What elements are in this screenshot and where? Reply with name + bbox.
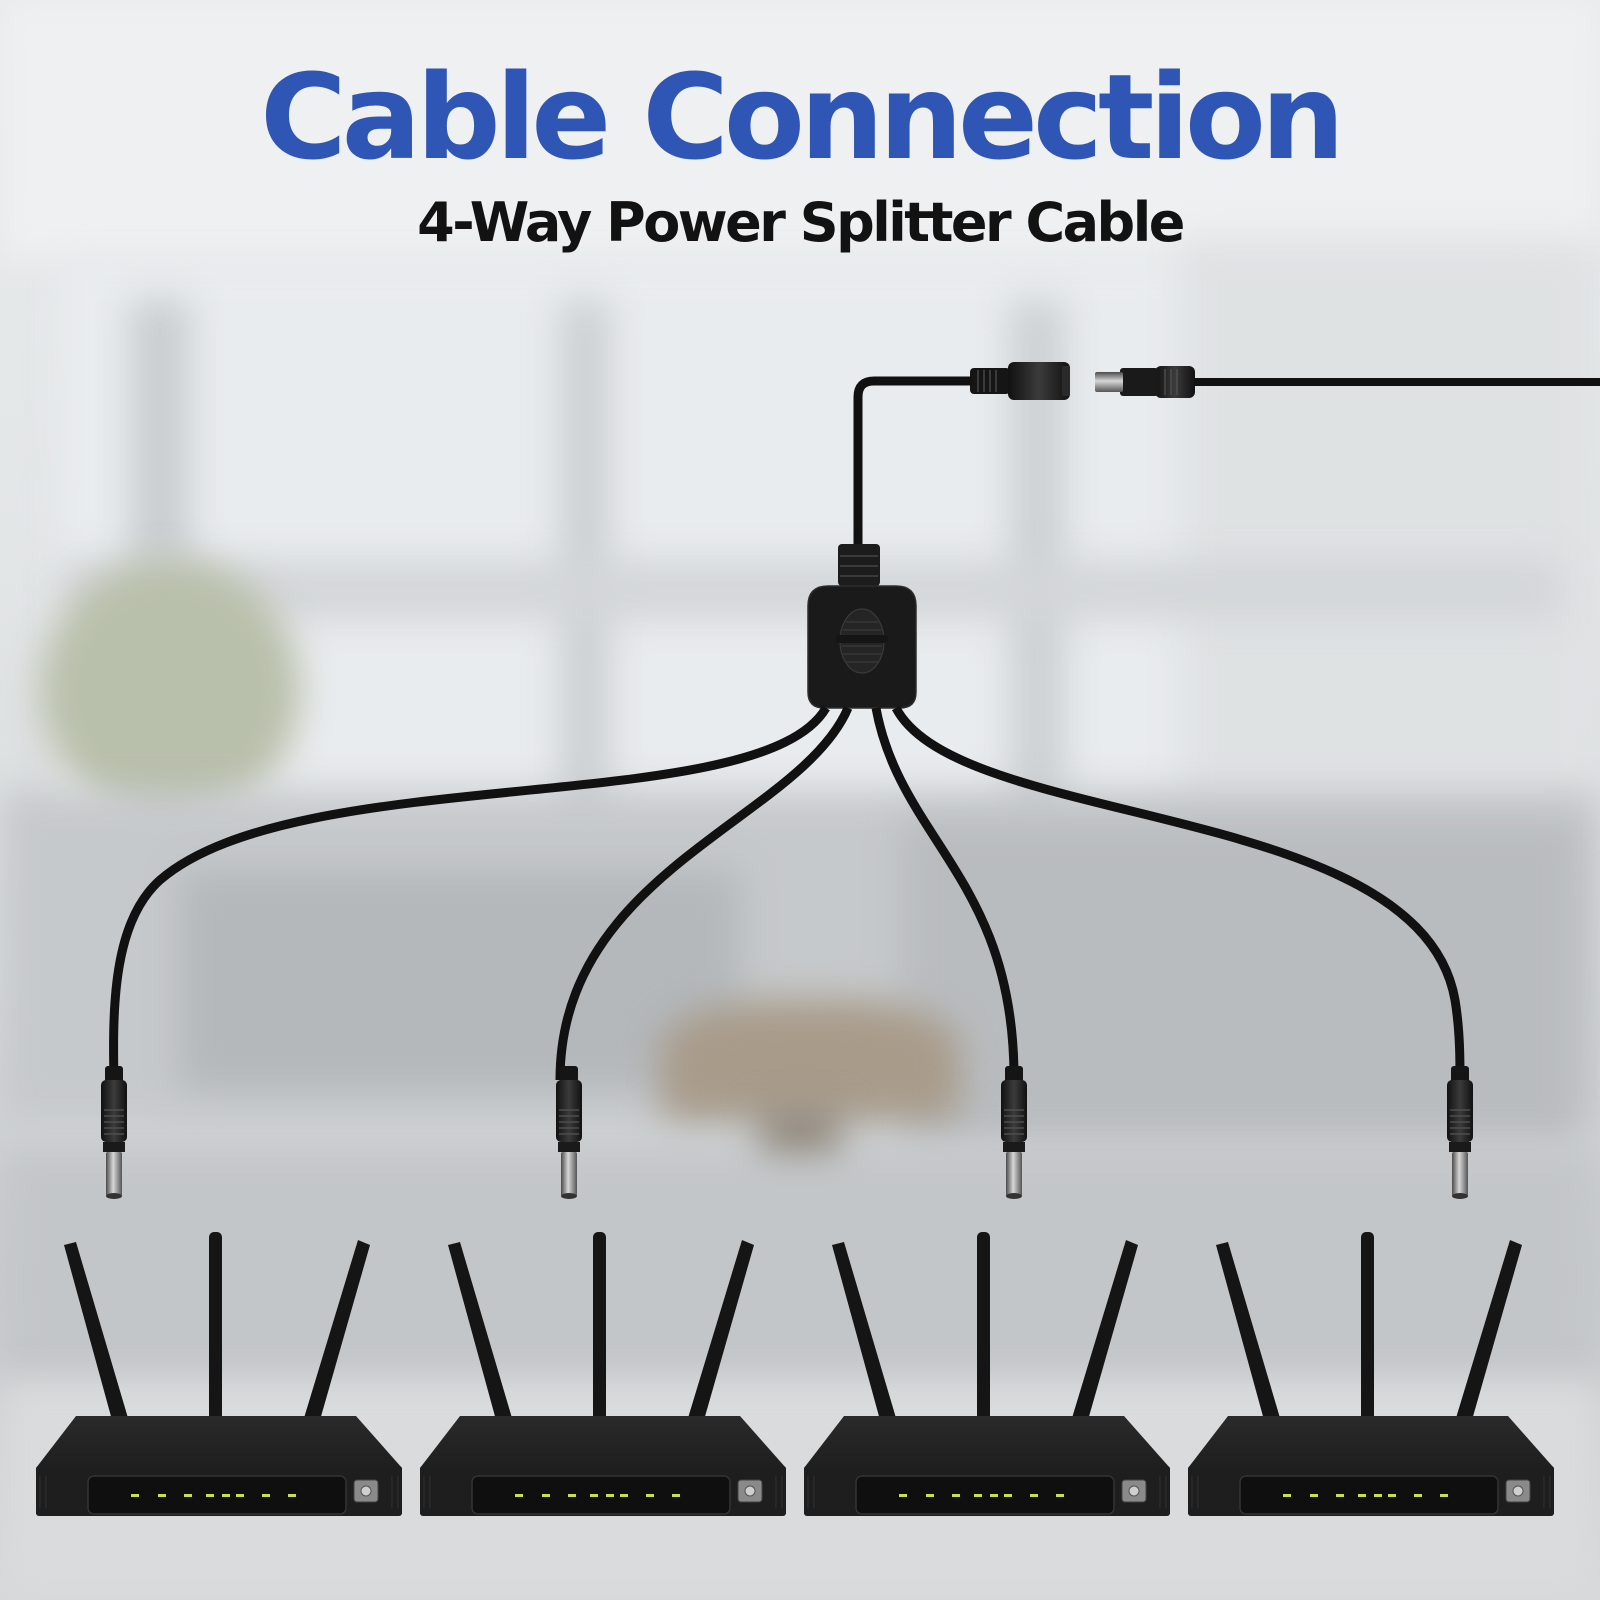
- page-subtitle: 4-Way Power Splitter Cable: [417, 191, 1185, 254]
- splitter-hub-icon: [807, 544, 917, 709]
- dc-female-jack-icon: [970, 362, 1070, 400]
- page-title: Cable Connection: [260, 48, 1345, 186]
- splitter-input-cable: [853, 376, 972, 548]
- dc-male-plug-icon: [1095, 372, 1123, 392]
- wifi-router-icon: [35, 1231, 1555, 1517]
- input-cable: [1095, 366, 1600, 398]
- dc-male-plug-icon: [100, 1065, 1474, 1200]
- output-cables: [109, 705, 1465, 1081]
